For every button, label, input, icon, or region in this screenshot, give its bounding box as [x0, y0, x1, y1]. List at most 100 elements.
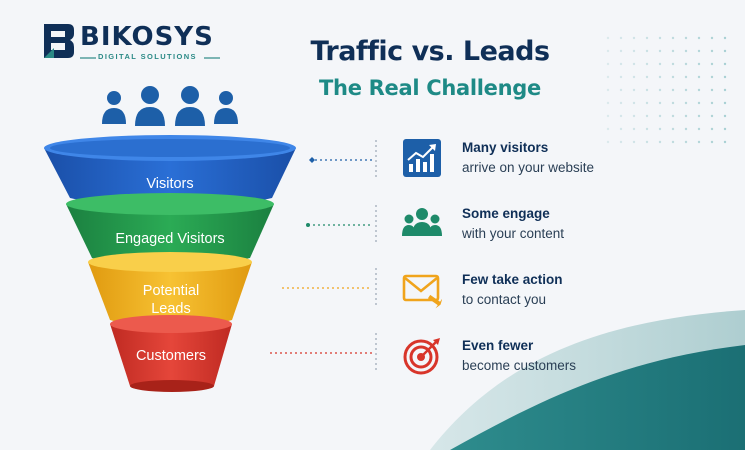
decor-dot	[632, 101, 636, 105]
decor-dot	[658, 114, 662, 118]
decor-dot	[671, 36, 675, 40]
decor-dot	[645, 88, 649, 92]
decor-dot	[619, 36, 623, 40]
logo-underline	[80, 57, 220, 59]
decor-dot	[658, 62, 662, 66]
decor-dot	[723, 36, 727, 40]
decor-dot	[697, 88, 701, 92]
decor-dot	[697, 114, 701, 118]
insight-title-action: Few take action	[462, 272, 563, 287]
decor-dot	[723, 49, 727, 53]
insight-desc-engage: with your content	[462, 226, 565, 241]
decor-dot	[645, 101, 649, 105]
decor-dot	[697, 101, 701, 105]
decor-dot	[710, 88, 714, 92]
funnel-label-customers: Customers	[135, 348, 207, 364]
decor-dot	[645, 114, 649, 118]
decor-dot	[684, 88, 688, 92]
decor-dot	[710, 62, 714, 66]
brand-name: BIKOSYS	[80, 22, 214, 52]
envelope-icon	[402, 274, 442, 309]
decor-dot	[645, 75, 649, 79]
decor-dot	[632, 140, 636, 144]
decor-dot	[671, 62, 675, 66]
decor-dot	[697, 49, 701, 53]
decor-dot	[632, 127, 636, 131]
decor-dot	[710, 36, 714, 40]
decor-dot	[606, 140, 610, 144]
decor-dot	[632, 62, 636, 66]
insight-title-engage: Some engage	[462, 206, 550, 221]
decor-dot	[723, 62, 727, 66]
decor-dot	[606, 75, 610, 79]
funnel	[44, 135, 296, 392]
decor-dot	[619, 62, 623, 66]
decor-dot	[619, 114, 623, 118]
funnel-label-engaged: Engaged Visitors	[115, 231, 225, 247]
decor-dot	[723, 75, 727, 79]
decor-dot	[645, 36, 649, 40]
decor-dot	[658, 88, 662, 92]
decor-dot	[671, 49, 675, 53]
brand-logo[interactable]: BIKOSYS DIGITAL SOLUTIONS	[40, 20, 220, 62]
decor-dot	[723, 140, 727, 144]
decor-dot	[658, 75, 662, 79]
logo-mark-icon	[44, 24, 74, 58]
connector-lines	[270, 140, 377, 373]
funnel-stage-customers[interactable]	[110, 315, 232, 392]
brand-tagline: DIGITAL SOLUTIONS	[98, 52, 197, 61]
decor-dot	[671, 114, 675, 118]
funnel-stage-visitors[interactable]	[44, 135, 296, 210]
decor-dot	[671, 127, 675, 131]
funnel-stage-engaged[interactable]	[66, 193, 274, 268]
decor-dot	[684, 101, 688, 105]
chart-up-icon	[403, 139, 441, 177]
insight-title-visitors: Many visitors	[462, 140, 549, 155]
insight-desc-action: to contact you	[462, 292, 547, 307]
decor-dot	[671, 88, 675, 92]
decor-dot	[632, 49, 636, 53]
funnel-label-visitors: Visitors	[146, 176, 194, 192]
decor-dot	[684, 75, 688, 79]
decor-dot	[632, 75, 636, 79]
decor-dot	[684, 49, 688, 53]
decor-dot	[619, 75, 623, 79]
decor-dot	[658, 140, 662, 144]
decor-dot	[606, 88, 610, 92]
decor-dot	[632, 36, 636, 40]
target-icon	[403, 338, 440, 375]
decor-dot	[684, 114, 688, 118]
decor-dot	[658, 49, 662, 53]
decor-dot	[697, 127, 701, 131]
decor-dot	[619, 140, 623, 144]
insight-title-customers: Even fewer	[462, 338, 534, 353]
page-title: Traffic vs. Leads	[310, 36, 550, 67]
decor-dot	[684, 62, 688, 66]
dot-pattern	[606, 36, 727, 144]
decor-dot	[723, 88, 727, 92]
decor-dot	[697, 75, 701, 79]
decor-dot	[684, 36, 688, 40]
insight-desc-customers: become customers	[462, 358, 577, 373]
decor-dot	[619, 88, 623, 92]
funnel-stage-leads[interactable]	[88, 252, 252, 329]
decor-dot	[697, 62, 701, 66]
decor-dot	[697, 140, 701, 144]
page-subtitle: The Real Challenge	[319, 76, 541, 100]
decor-dot	[710, 114, 714, 118]
funnel-label-leads: Potential Leads	[142, 283, 200, 317]
decor-dot	[619, 127, 623, 131]
decor-dot	[606, 49, 610, 53]
decor-dot	[723, 101, 727, 105]
decor-dot	[606, 62, 610, 66]
decor-dot	[645, 127, 649, 131]
audience-people-icon	[102, 86, 238, 126]
decor-dot	[658, 127, 662, 131]
decor-dot	[671, 101, 675, 105]
decor-dot	[710, 49, 714, 53]
decor-dot	[619, 101, 623, 105]
decor-dot	[606, 114, 610, 118]
decor-dot	[684, 127, 688, 131]
